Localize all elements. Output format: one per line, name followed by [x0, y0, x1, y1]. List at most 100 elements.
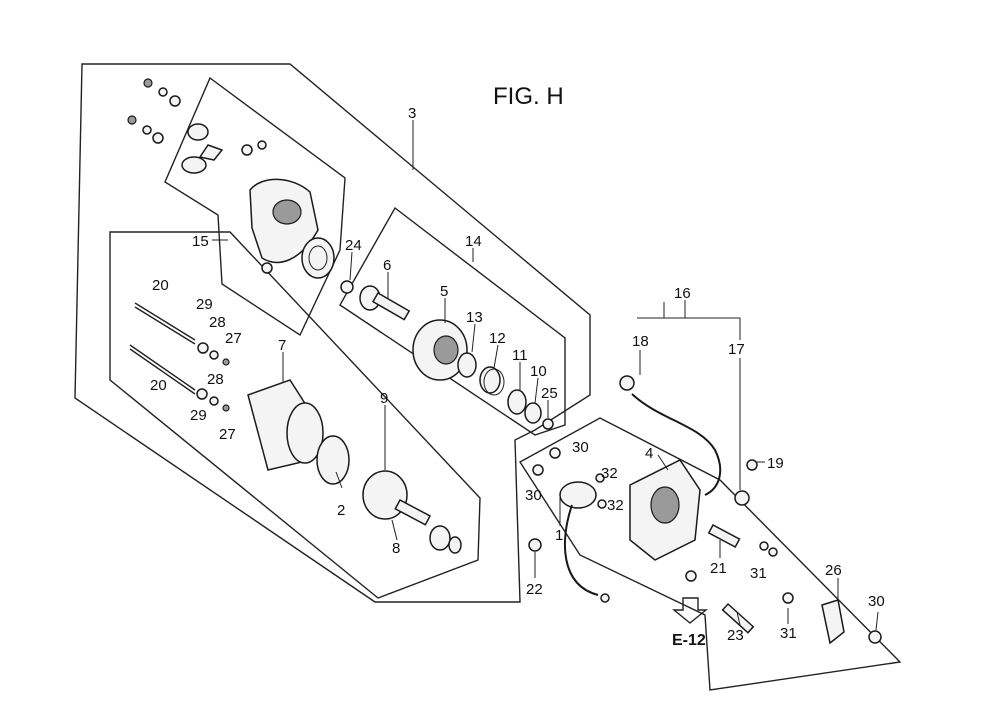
- callout-18: 18: [632, 333, 649, 350]
- washer-31: [782, 592, 794, 604]
- leader-12: [493, 344, 499, 369]
- ring-11: [507, 389, 527, 415]
- leader-8: [391, 519, 398, 541]
- nut-30c: [868, 630, 882, 644]
- drive-gear-hub: [433, 335, 459, 365]
- leader-lines: [212, 120, 879, 631]
- leader-4: [657, 454, 669, 471]
- grommet-17: [734, 490, 750, 506]
- callout-23: 23: [727, 627, 744, 644]
- callout-16: 16: [674, 285, 691, 302]
- cover-bolt-ear: [261, 262, 273, 274]
- callout-4: 4: [645, 445, 653, 462]
- screw-head: [143, 78, 153, 88]
- callout-30-top: 30: [572, 439, 589, 456]
- washer-29b: [196, 388, 208, 400]
- leader-23: [736, 611, 741, 626]
- bracket-16: [663, 302, 741, 340]
- brush-spring: [198, 144, 224, 161]
- callout-10: 10: [530, 363, 547, 380]
- leader-24: [349, 251, 353, 281]
- oring-27: [222, 358, 230, 366]
- callout-11: 11: [512, 347, 528, 364]
- washer: [169, 95, 181, 107]
- callout-31-lower: 31: [780, 625, 797, 642]
- gear-set-parts: [340, 280, 554, 430]
- callout-12: 12: [489, 330, 506, 347]
- callout-labels: 3 15 14 24 6 5 13 12 11 10 25 20 20 29 2…: [150, 105, 885, 644]
- terminal-32: [595, 473, 605, 483]
- bolt-21: [707, 523, 741, 549]
- callout-26: 26: [825, 562, 842, 579]
- callout-30-left: 30: [525, 487, 542, 504]
- callout-21: 21: [710, 560, 727, 577]
- screw-head: [127, 115, 137, 125]
- callout-19: 19: [767, 455, 784, 472]
- callout-20-upper: 20: [152, 277, 169, 294]
- washer: [152, 132, 164, 144]
- callout-29-upper: 29: [196, 296, 213, 313]
- oil-seal: [301, 237, 335, 279]
- bolt-20-upper: [134, 302, 196, 341]
- callout-28-upper: 28: [209, 314, 226, 331]
- outline-yoke-armature-group: [109, 231, 481, 599]
- nut-30: [549, 447, 561, 459]
- callout-28-lower: 28: [207, 371, 224, 388]
- callout-27-upper: 27: [225, 330, 242, 347]
- callout-31-upper: 31: [750, 565, 767, 582]
- callout-7: 7: [278, 337, 286, 354]
- harness-16: [631, 393, 722, 496]
- outline-relay-group: [519, 417, 902, 691]
- callout-8: 8: [392, 540, 400, 557]
- callout-14: 14: [465, 233, 482, 250]
- washer-29: [197, 342, 209, 354]
- spring-coil: [483, 368, 505, 396]
- callout-32-lower: 32: [607, 497, 624, 514]
- washer-10: [524, 402, 542, 424]
- callout-17: 17: [728, 341, 745, 358]
- nut-22: [528, 538, 542, 552]
- callout-1: 1: [555, 527, 563, 544]
- callout-13: 13: [466, 309, 483, 326]
- callout-32-upper: 32: [601, 465, 618, 482]
- clamp-18: [619, 375, 635, 391]
- wire-terminal: [600, 593, 610, 603]
- callout-6: 6: [383, 257, 391, 274]
- relay-bore: [650, 486, 680, 524]
- clip-25: [542, 418, 554, 430]
- spring-clip: [241, 144, 253, 156]
- callout-9: 9: [380, 390, 388, 407]
- spring-clip: [257, 140, 267, 150]
- screw-19: [746, 459, 758, 471]
- yoke-armature-parts: [129, 302, 462, 554]
- figure-title: FIG. H: [493, 83, 564, 110]
- bolt-e12-head: [685, 570, 697, 582]
- reference-arrow: E-12: [672, 597, 708, 649]
- armature-shaft: [394, 498, 432, 526]
- collar-31: [759, 541, 769, 551]
- ring-13: [457, 352, 477, 378]
- relay-parts: [528, 375, 882, 645]
- callout-5: 5: [440, 283, 448, 300]
- brush-holder: [181, 156, 207, 174]
- leader-30c: [875, 611, 879, 631]
- oil-seal-inner: [308, 245, 328, 271]
- terminal-32b: [597, 499, 607, 509]
- callout-30-right: 30: [868, 593, 885, 610]
- cover-bore: [272, 199, 302, 225]
- yoke-opening: [286, 402, 324, 464]
- brush: [187, 123, 209, 141]
- callout-15: 15: [192, 233, 209, 250]
- washer: [142, 125, 152, 135]
- outline-starter-motor-assembly: [74, 63, 591, 603]
- bearing-race: [448, 536, 462, 554]
- down-arrow-icon: [672, 597, 708, 624]
- callout-22: 22: [526, 581, 543, 598]
- gear-shaft-6: [371, 291, 411, 321]
- callout-20-lower: 20: [150, 377, 167, 394]
- oring-27b: [222, 404, 230, 412]
- washer-24: [340, 280, 354, 294]
- washer-28b: [209, 396, 219, 406]
- callout-3: 3: [408, 105, 416, 122]
